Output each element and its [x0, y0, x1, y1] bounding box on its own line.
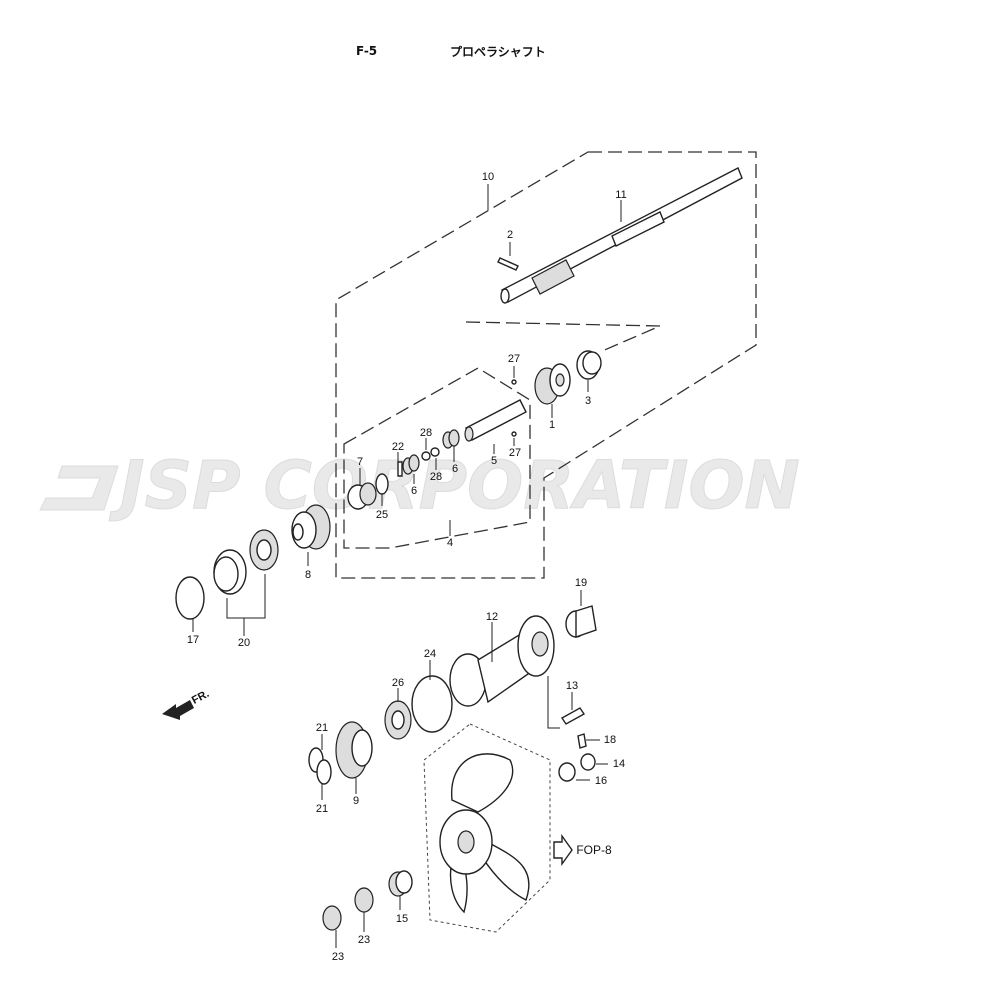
group-box-10: [335, 151, 757, 579]
front-label: FR.: [190, 688, 211, 707]
propeller: [439, 753, 530, 914]
watermark-logo: [39, 465, 119, 511]
callout-2: 2: [507, 229, 513, 241]
callout-23-upper: 23: [358, 934, 370, 946]
callout-13: 13: [566, 680, 578, 692]
callout-23-lower: 23: [332, 951, 344, 963]
callout-22: 22: [392, 441, 404, 453]
o-ring: [411, 675, 453, 733]
callout-15: 15: [396, 913, 408, 925]
callout-3: 3: [585, 395, 591, 407]
spring-lower: [402, 454, 420, 475]
callout-6-lower: 6: [411, 485, 417, 497]
callout-14: 14: [613, 758, 625, 770]
ball-bearing: [384, 700, 412, 740]
callout-7: 7: [357, 456, 363, 468]
callout-5: 5: [491, 455, 497, 467]
cross-pin: [497, 257, 519, 271]
reference-label: FOP-8: [576, 843, 612, 857]
clutch-dog: [534, 363, 571, 405]
propeller-box: [423, 723, 551, 933]
shim-lower: [316, 759, 332, 785]
spring-pin: [397, 461, 403, 477]
callout-26: 26: [392, 677, 404, 689]
callout-6-upper: 6: [452, 463, 458, 475]
callout-21-lower: 21: [316, 803, 328, 815]
group-box-4: [343, 367, 531, 549]
shim-ring: [175, 576, 205, 620]
bearing-housing: [449, 615, 555, 707]
callout-8: 8: [305, 569, 311, 581]
reference-arrow: [553, 833, 573, 867]
forward-gear: [291, 504, 331, 550]
callout-18: 18: [604, 734, 616, 746]
thrust-washer-upper: [354, 887, 374, 913]
reverse-gear: [335, 721, 373, 779]
callout-27-lower: 27: [509, 447, 521, 459]
snap-ring: [375, 473, 389, 495]
detent-ball-upper: [511, 379, 517, 385]
propeller-shaft: [500, 167, 743, 304]
steel-ball-upper: [421, 451, 431, 461]
callout-1: 1: [549, 419, 555, 431]
callout-19: 19: [575, 577, 587, 589]
spring-upper: [442, 429, 460, 449]
callout-20: 20: [238, 637, 250, 649]
callout-4: 4: [447, 537, 453, 549]
thrust-washer-lower: [322, 905, 342, 931]
callout-9: 9: [353, 795, 359, 807]
callout-10: 10: [482, 171, 494, 183]
diagram-title: プロペラシャフト: [450, 45, 546, 59]
group-box-10-inner: [465, 321, 661, 353]
thrust-ring: [576, 350, 602, 380]
propeller-nut: [580, 753, 596, 771]
callout-24: 24: [424, 648, 436, 660]
housing-bolt: [560, 707, 586, 725]
callout-28-upper: 28: [420, 427, 432, 439]
steel-ball-lower: [430, 447, 440, 457]
plunger-cap: [347, 482, 377, 510]
detent-ball-lower: [511, 431, 517, 437]
taper-roller-bearing: [213, 529, 279, 595]
cotter-pin: [577, 733, 587, 749]
callout-17: 17: [187, 634, 199, 646]
shift-plunger: [464, 399, 527, 442]
callout-21-upper: 21: [316, 722, 328, 734]
propeller-washer: [558, 762, 576, 782]
callout-28-lower: 28: [430, 471, 442, 483]
callout-16: 16: [595, 775, 607, 787]
callout-11: 11: [615, 189, 626, 201]
callout-12: 12: [486, 611, 498, 623]
spacer: [388, 870, 413, 897]
needle-bearing: [565, 605, 597, 638]
front-arrow: [162, 700, 194, 720]
diagram-code: F-5: [356, 44, 378, 58]
callout-25: 25: [376, 509, 388, 521]
callout-27-upper: 27: [508, 353, 520, 365]
